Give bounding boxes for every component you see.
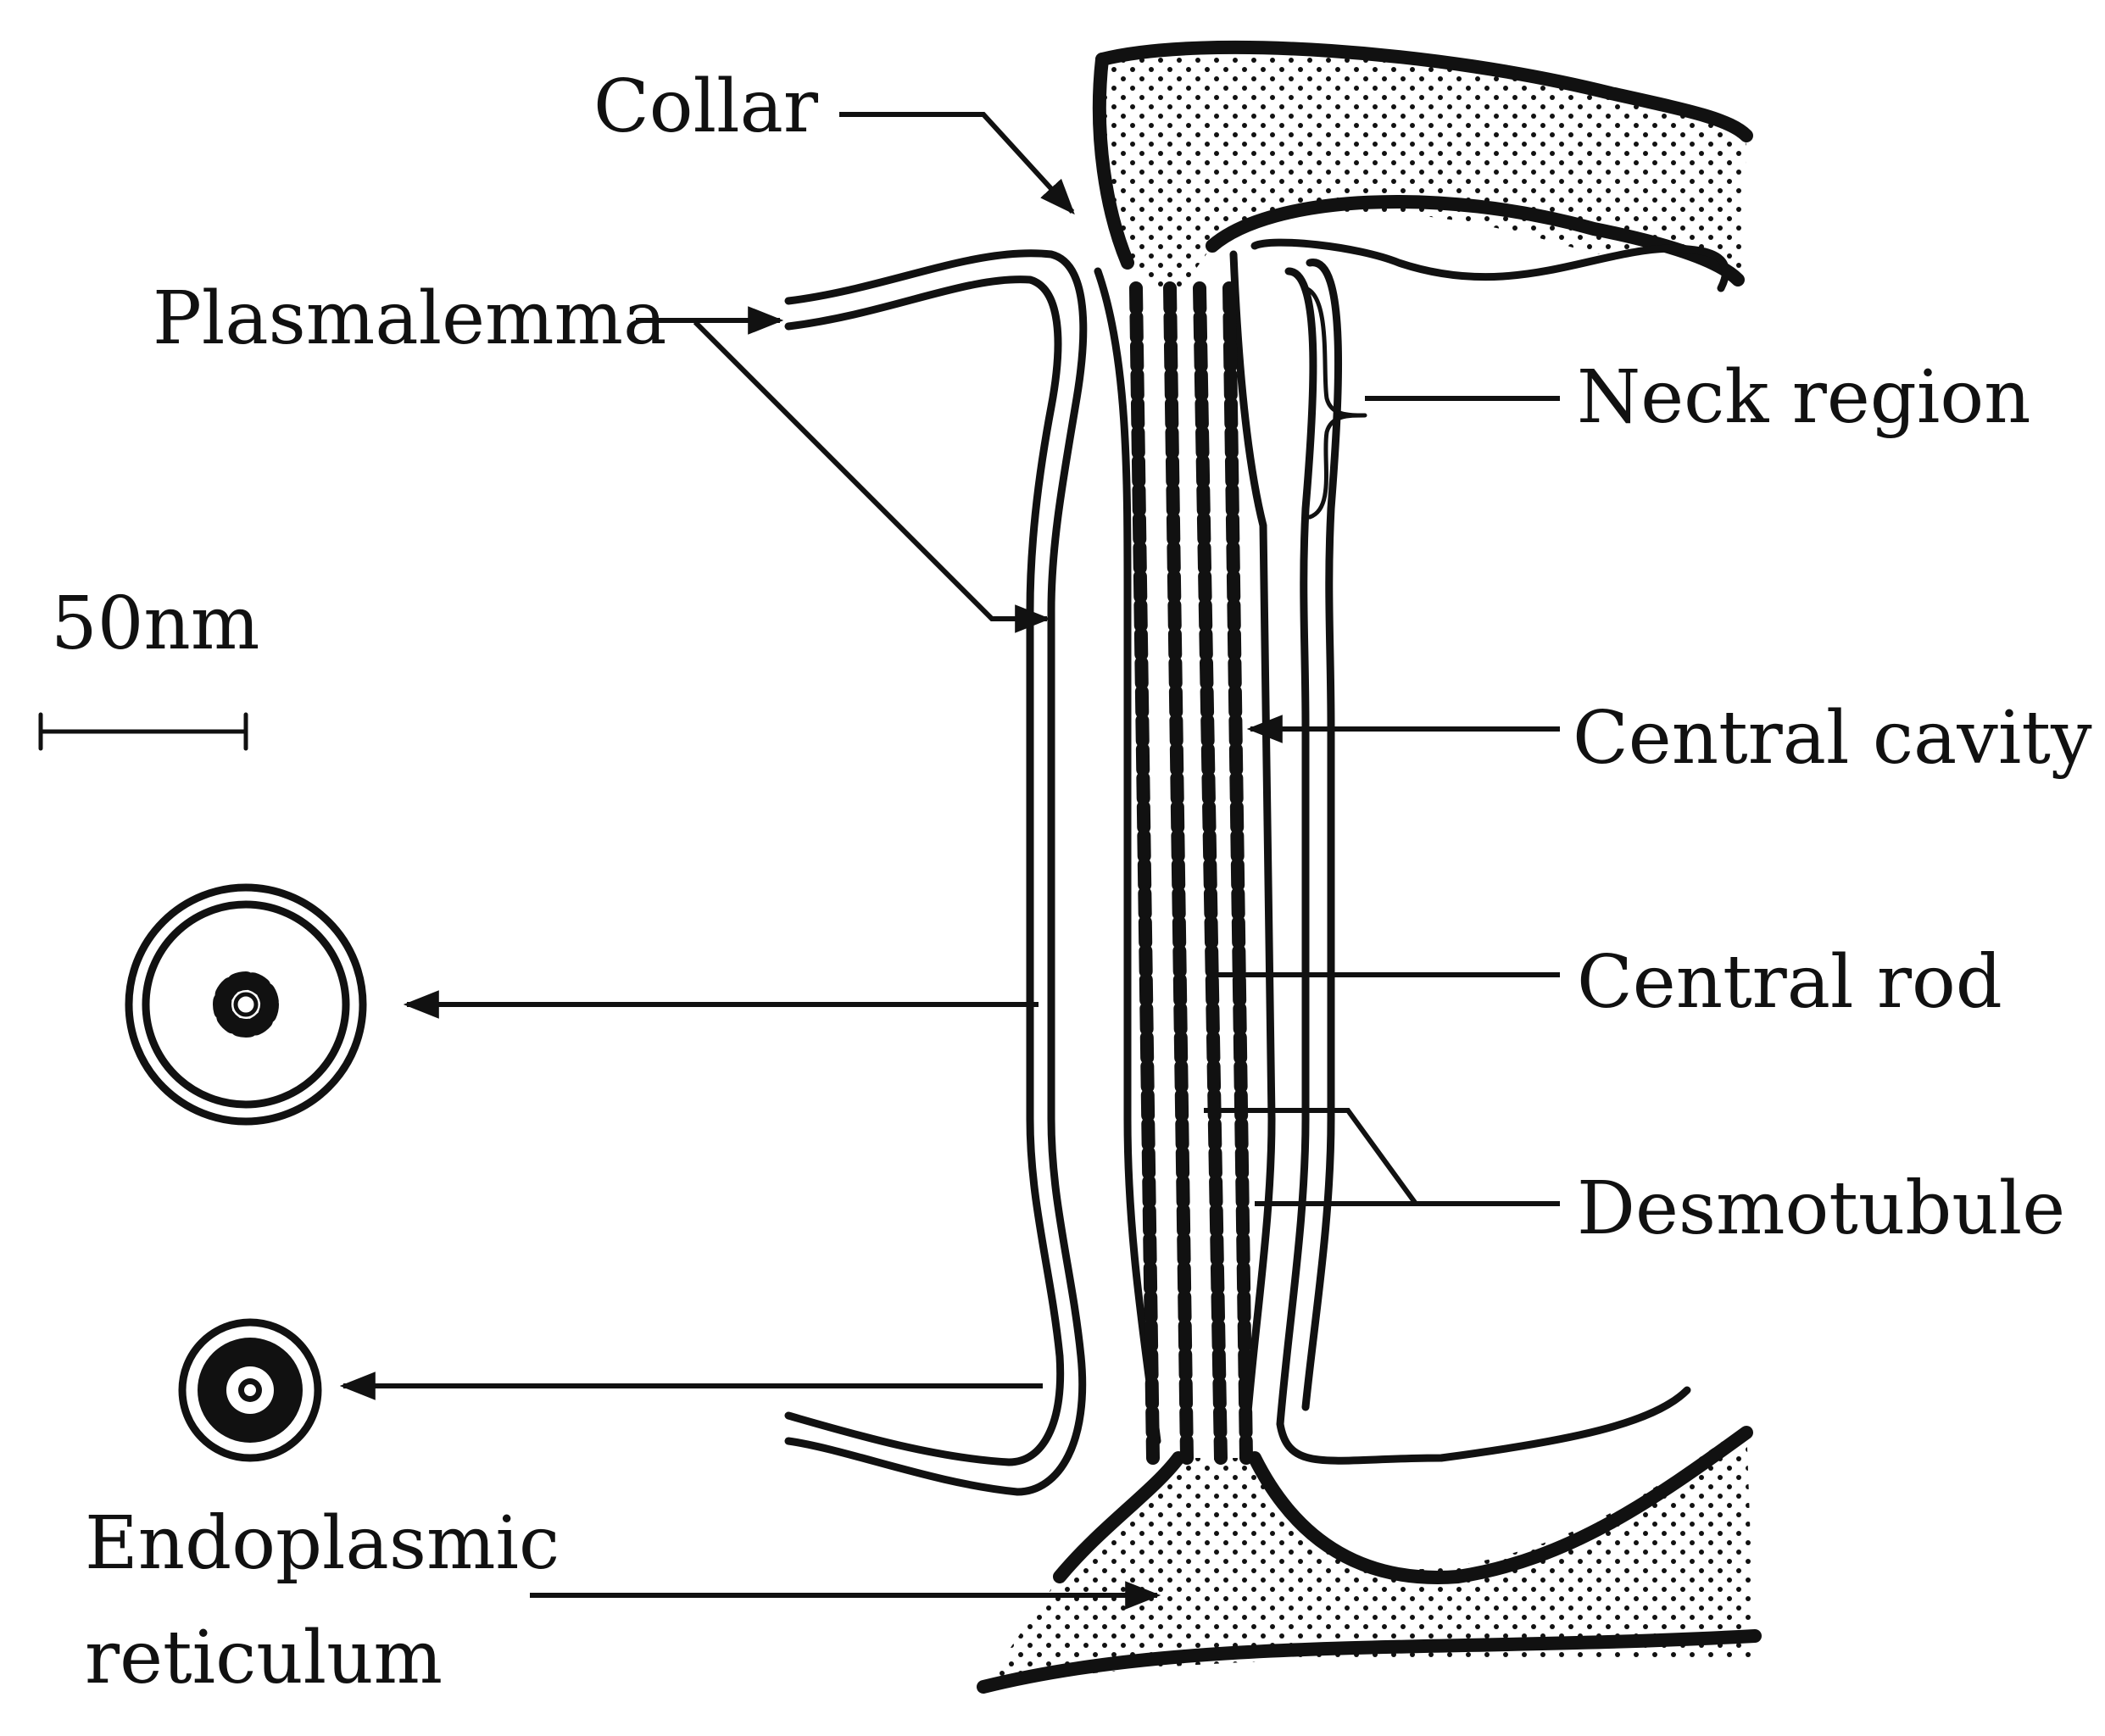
- plasmalemma-label: Plasmalemma: [153, 276, 666, 361]
- er-label-line2: reticulum: [85, 1616, 443, 1700]
- er-label-line1: Endoplasmic: [85, 1501, 560, 1586]
- scale-bar: [38, 712, 248, 751]
- cross-section-collar: [178, 1318, 322, 1462]
- desmotubule: [1129, 281, 1253, 1465]
- desmotubule-label: Desmotubule: [1577, 1166, 2065, 1251]
- central-rod-label: Central rod: [1577, 940, 2002, 1025]
- cross-section-neck: [125, 883, 367, 1126]
- scale-label: 50nm: [51, 581, 259, 666]
- leader-lines: [339, 112, 1560, 1610]
- lower-cell-wall: [977, 1424, 1762, 1694]
- collar-label: Collar: [593, 64, 819, 149]
- upper-cell-wall: [1092, 40, 1753, 305]
- neck-region-label: Neck region: [1577, 355, 2030, 440]
- central-cavity-label: Central cavity: [1573, 696, 2092, 781]
- plasmalemma-membrane: [784, 238, 1729, 1496]
- neck-region-bracket: [1303, 286, 1367, 520]
